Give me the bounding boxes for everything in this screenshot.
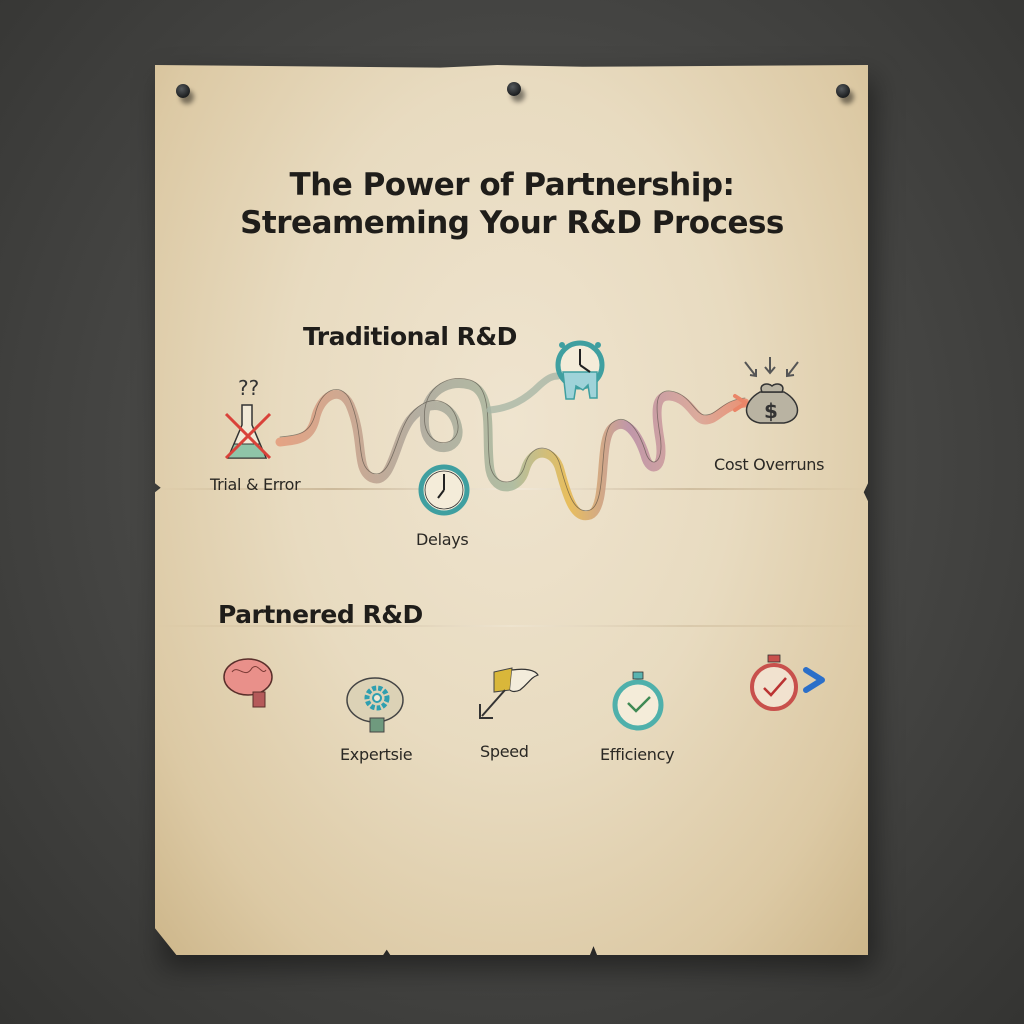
poster-paper (155, 65, 868, 955)
push-pin-left (176, 84, 190, 98)
trial-error-label: Trial & Error (210, 475, 301, 494)
crossed-flask-icon: ?? (224, 376, 272, 460)
expertise-label: Expertsie (340, 745, 413, 764)
tangled-path (275, 372, 750, 521)
winged-arrow-icon (479, 667, 539, 719)
partnered-heading: Partnered R&D (218, 600, 423, 629)
paper-fold-line (155, 625, 868, 627)
brain-icon (223, 658, 273, 708)
title-line-1: The Power of Partnership: (289, 167, 735, 203)
cost-overruns-label: Cost Overruns (714, 455, 825, 474)
speed-label: Speed (480, 742, 529, 761)
traditional-heading: Traditional R&D (303, 322, 517, 351)
svg-text:??: ?? (238, 376, 259, 400)
clock-icon (418, 464, 470, 516)
push-pin-right (836, 84, 850, 98)
red-stopwatch-check-icon (750, 654, 798, 711)
melting-clock-icon (555, 340, 605, 400)
poster-title: The Power of Partnership: Streameming Yo… (0, 166, 1024, 242)
title-line-2: Streameming Your R&D Process (240, 205, 784, 241)
push-pin-center (507, 82, 521, 96)
brain-gear-icon (346, 677, 404, 733)
money-bag-icon: $ (744, 357, 799, 424)
svg-text:$: $ (764, 399, 778, 423)
delays-label: Delays (416, 530, 469, 549)
stopwatch-check-icon (612, 671, 664, 731)
efficiency-label: Efficiency (600, 745, 675, 764)
